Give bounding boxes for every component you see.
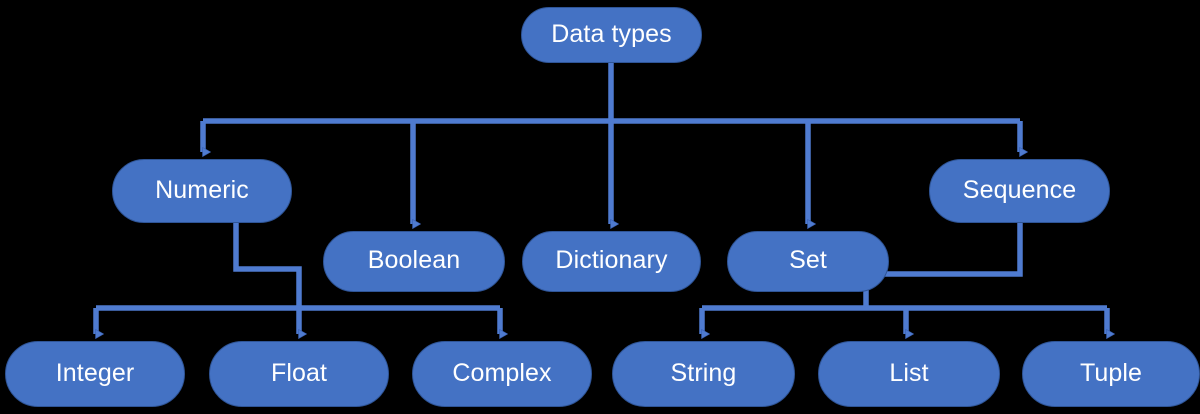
node-label-tuple: Tuple xyxy=(1079,358,1143,387)
node-tuple[interactable]: Tuple xyxy=(1022,341,1200,407)
node-float[interactable]: Float xyxy=(209,341,389,407)
node-label-float: Float xyxy=(270,358,328,387)
node-label-dictionary: Dictionary xyxy=(555,246,668,274)
node-data-types[interactable]: Data types xyxy=(521,7,702,63)
node-set[interactable]: Set xyxy=(727,231,889,292)
node-dictionary[interactable]: Dictionary xyxy=(522,231,701,292)
node-label-sequence: Sequence xyxy=(962,175,1077,204)
node-label-list: List xyxy=(889,358,929,387)
node-label-numeric: Numeric xyxy=(155,175,249,204)
node-label-string: String xyxy=(670,358,737,387)
node-boolean[interactable]: Boolean xyxy=(323,231,505,292)
node-numeric[interactable]: Numeric xyxy=(112,159,292,223)
node-label-integer: Integer xyxy=(55,358,135,387)
node-complex[interactable]: Complex xyxy=(412,341,592,407)
node-string[interactable]: String xyxy=(612,341,795,407)
node-label-complex: Complex xyxy=(452,358,552,387)
edge-numeric-elbow xyxy=(233,223,302,308)
node-sequence[interactable]: Sequence xyxy=(929,159,1110,223)
node-list[interactable]: List xyxy=(818,341,1000,407)
node-label-boolean: Boolean xyxy=(367,246,461,274)
node-label-set: Set xyxy=(789,246,827,274)
node-label-data-types: Data types xyxy=(551,19,672,48)
node-integer[interactable]: Integer xyxy=(5,341,185,407)
edge-sequence-elbow xyxy=(863,223,1023,308)
